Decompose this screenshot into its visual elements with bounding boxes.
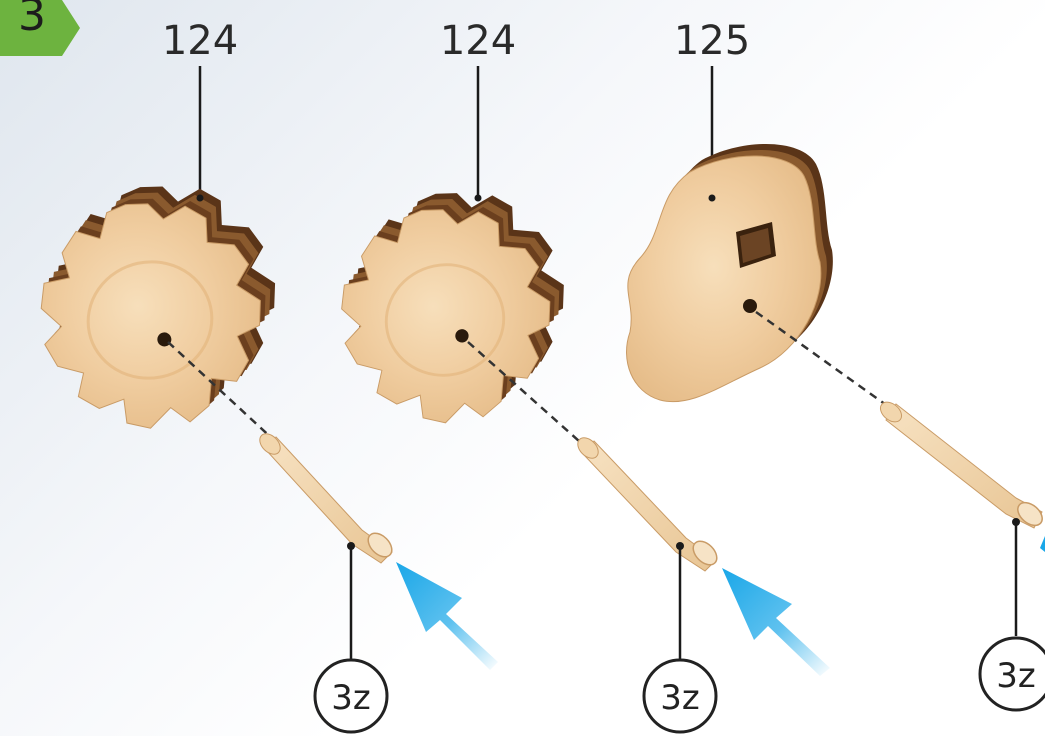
part-2-axis: [467, 341, 599, 459]
wooden-pin-icon: [259, 433, 393, 564]
insert-arrow-icon: [396, 562, 498, 670]
part-2-pin-callout: 3z: [642, 658, 718, 734]
part-2-number: 124: [440, 18, 516, 64]
step-number: 3: [18, 0, 46, 41]
step-badge-shape: [0, 0, 80, 56]
part-3-pin-callout: 3z: [978, 636, 1045, 712]
part-2-pin-label: 3z: [660, 678, 699, 718]
part-3-group: 125 3z: [626, 18, 1045, 712]
part-1-pin-label: 3z: [331, 678, 370, 718]
part-2-group: 124 3z: [320, 18, 830, 734]
cam-part-icon: [626, 143, 833, 403]
insert-arrow-icon: [1040, 536, 1045, 552]
insert-arrow-icon: [722, 568, 830, 676]
gear-part-icon: [19, 163, 297, 449]
step-badge: 3: [0, 0, 80, 56]
part-1-group: 124 3z: [19, 18, 498, 734]
part-3-pin-label: 3z: [996, 656, 1035, 696]
part-3-axis: [755, 310, 897, 414]
gear-part-icon: [320, 171, 585, 443]
part-1-pin-callout: 3z: [313, 658, 389, 734]
part-1-number: 124: [162, 18, 238, 64]
wooden-pin-icon: [879, 401, 1043, 529]
wooden-pin-icon: [577, 437, 718, 572]
part-3-number: 125: [674, 18, 750, 64]
